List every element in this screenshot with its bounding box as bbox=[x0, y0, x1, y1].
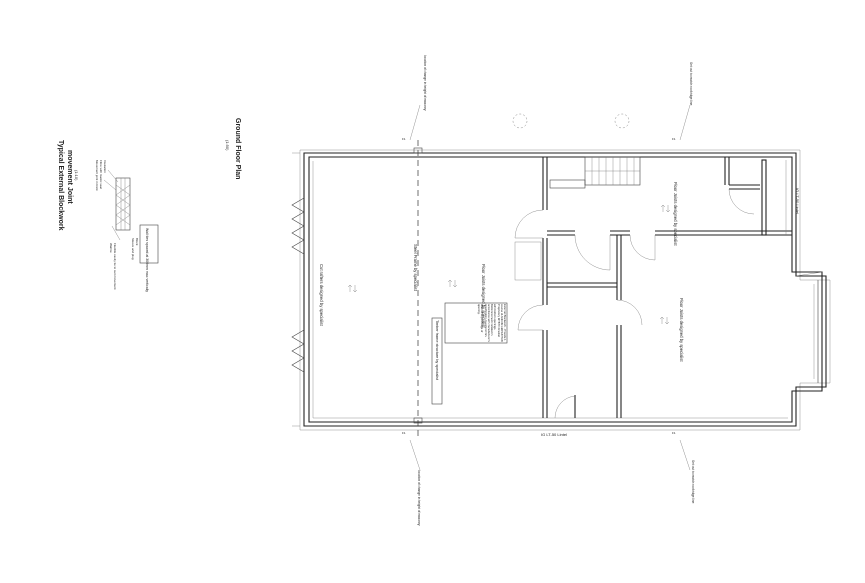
detail-note-box bbox=[139, 224, 159, 264]
note-floor-joists-top-right: Floor Joists designed by specialist bbox=[673, 182, 678, 246]
plan-scale: (1:50) bbox=[225, 140, 230, 151]
note-floor-joists-right: Floor Joists designed by specialist bbox=[679, 298, 684, 362]
note-floor-joists-center: Floor Joists designed by specialist bbox=[481, 264, 486, 328]
bay-window bbox=[795, 271, 823, 383]
double-arrow-icon bbox=[660, 204, 671, 213]
detail-note-4: Sleeve and plug bbox=[131, 238, 135, 260]
detail-note-5: Block bbox=[135, 238, 139, 246]
double-arrow-icon bbox=[347, 284, 358, 293]
detail-box-text: Wall ties spaced at 300mm max vertically bbox=[145, 228, 149, 292]
grid-bubbles bbox=[512, 113, 630, 129]
note-steel-frame: Steel Frame by specialist bbox=[413, 244, 418, 292]
datum-leaders: F1 F1 F1 F1 location of change in height… bbox=[402, 55, 695, 526]
svg-text:IG LT-50 Lintel: IG LT-50 Lintel bbox=[795, 188, 800, 214]
double-arrow-icon bbox=[659, 316, 670, 325]
svg-text:F1: F1 bbox=[672, 431, 676, 435]
datum-bottom-left: location of change in height of masonry bbox=[417, 470, 421, 526]
note-cut-rafters: Cut rafters designed by specialist bbox=[319, 264, 324, 327]
internal-walls bbox=[542, 157, 792, 418]
door-swings bbox=[514, 188, 755, 419]
movement-joint-detail: Wall ties spaced at 300mm max vertically… bbox=[57, 140, 159, 292]
datum-top-right: Set out to match roof ridge line bbox=[689, 62, 693, 106]
detail-note-1: Movement joint in brick bbox=[95, 160, 99, 191]
lintel-bottom: IG LT-50 Lintel bbox=[522, 425, 588, 437]
grid-bubble-icon bbox=[512, 113, 528, 129]
detail-note-2: Fibre with mastic seal bbox=[99, 160, 103, 189]
detail-scale: (1:10) bbox=[74, 170, 79, 181]
grid-bubble-icon bbox=[614, 113, 630, 129]
detail-title: Typical External Blockwork bbox=[57, 140, 64, 231]
staircase bbox=[549, 156, 641, 189]
detail-note-7: Flexible cavity tie to suit movement bbox=[113, 243, 117, 290]
double-arrow-icon bbox=[447, 279, 458, 288]
svg-text:F1: F1 bbox=[672, 137, 676, 141]
plan-title: Ground Floor Plan bbox=[234, 118, 241, 179]
datum-top-left: location of change in height of masonry bbox=[423, 55, 427, 111]
detail-note-3: Insulation bbox=[103, 160, 107, 173]
note-timber-frame: Timber frame structure by specialist bbox=[435, 320, 439, 381]
blockwork-note-box bbox=[444, 302, 508, 344]
svg-text:F1: F1 bbox=[402, 431, 406, 435]
svg-text:IG LT-50 Lintel: IG LT-50 Lintel bbox=[541, 432, 567, 437]
external-walls bbox=[292, 149, 831, 431]
lintel-right: IG LT-50 Lintel bbox=[761, 159, 800, 236]
bifold-doors-left bbox=[291, 197, 305, 373]
datum-bottom-right: Set out to match roof ridge line bbox=[691, 460, 695, 504]
timber-frame-box bbox=[431, 317, 443, 405]
note-blockwork: External Blockwork - Provide 1 course of… bbox=[477, 304, 506, 342]
svg-text:F1: F1 bbox=[402, 137, 406, 141]
detail-subtitle: movement Joint bbox=[66, 150, 73, 204]
detail-note-6: Wall tie bbox=[109, 243, 113, 253]
